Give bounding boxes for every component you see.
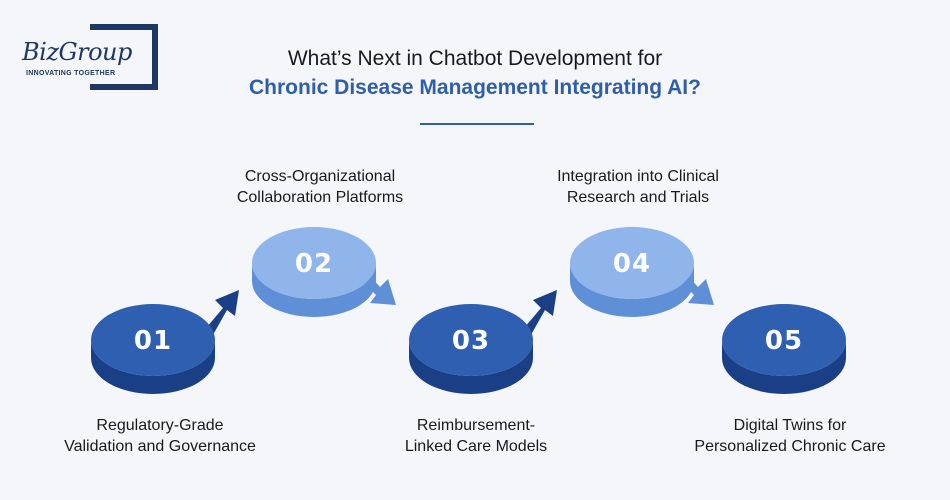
disc-top <box>91 304 215 376</box>
step-label-01: Regulatory-Grade Validation and Governan… <box>64 417 256 455</box>
step-number-01: 01 <box>134 326 172 356</box>
disc-side <box>570 263 694 317</box>
title-underline <box>420 123 534 125</box>
disc-side <box>252 263 376 317</box>
logo-tagline: INNOVATING TOGETHER <box>26 70 116 77</box>
step-disc-05: 05 <box>722 304 846 394</box>
step-label-05: Digital Twins for Personalized Chronic C… <box>694 417 886 455</box>
step-disc-03: 03 <box>409 290 557 394</box>
page-title-line1: What’s Next in Chatbot Development for <box>287 47 663 70</box>
page-title-line2: Chronic Disease Management Integrating A… <box>249 76 701 99</box>
disc-top <box>722 304 846 376</box>
disc-top <box>409 304 533 376</box>
disc-top <box>252 227 376 299</box>
step-disc-01: 01 <box>91 290 239 394</box>
step-disc-04: 04 <box>570 227 714 317</box>
logo-brand: BizGroup <box>22 38 132 66</box>
logo-bracket <box>90 24 158 90</box>
step-label-02: Cross-Organizational Collaboration Platf… <box>236 168 404 206</box>
disc-top <box>570 227 694 299</box>
bizgroup-logo: BizGroup INNOVATING TOGETHER <box>20 24 160 90</box>
step-number-03: 03 <box>452 326 490 356</box>
disc-side <box>91 340 215 394</box>
step-number-02: 02 <box>295 249 333 279</box>
disc-side <box>722 340 846 394</box>
step-number-05: 05 <box>765 326 803 356</box>
step-label-04: Integration into Clinical Research and T… <box>557 168 719 206</box>
step-label-03: Reimbursement- Linked Care Models <box>404 417 548 455</box>
step-disc-02: 02 <box>252 227 396 317</box>
step-number-04: 04 <box>613 249 651 279</box>
disc-side <box>409 340 533 394</box>
